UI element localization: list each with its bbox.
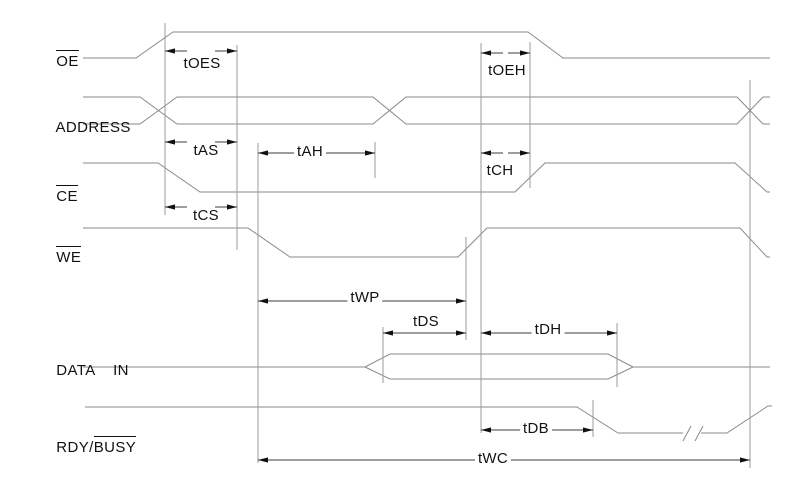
dim-arrow-right-tWC xyxy=(740,457,750,463)
dim-label-tDS: tDS xyxy=(410,314,442,330)
dim-label-tWC: tWC xyxy=(474,451,512,467)
dim-label-tDB: tDB xyxy=(520,421,552,437)
wave-we xyxy=(83,227,770,258)
wave-rdy-busy xyxy=(701,405,772,434)
dim-arrow-right-tDH xyxy=(607,330,617,336)
break-mark-rdy-busy xyxy=(682,425,692,442)
dim-arrow-left-tWC xyxy=(258,457,268,463)
dim-arrow-left-tAS xyxy=(165,139,175,145)
break-mark-rdy-busy xyxy=(694,425,704,442)
dim-label-tDH: tDH xyxy=(531,322,565,338)
wave-address xyxy=(83,96,770,125)
dim-label-tCS: tCS xyxy=(190,208,222,224)
wave-data-in xyxy=(364,366,634,380)
dim-arrow-right-tAH xyxy=(365,150,375,156)
wave-rdy-busy xyxy=(85,406,683,434)
signal-label-address-text: ADDRESS xyxy=(55,119,131,137)
dim-arrow-right-tWP xyxy=(456,298,466,304)
signal-label-we: WE xyxy=(38,229,82,284)
dim-arrow-left-tOES xyxy=(165,48,175,54)
dim-arrow-left-tDS xyxy=(383,330,393,336)
dim-arrow-right-tOEH xyxy=(520,50,530,56)
signal-label-data-in-text: DATA IN xyxy=(56,362,129,380)
dim-arrow-left-tOEH xyxy=(481,50,491,56)
signal-label-rdy-busy-text: RDY/ xyxy=(56,439,94,457)
dim-label-tWP: tWP xyxy=(347,290,383,306)
wave-data-in xyxy=(364,353,634,368)
signal-label-data-in: DATA IN xyxy=(38,345,129,397)
wave-ce xyxy=(83,162,770,193)
signal-label-rdy-busy-overline: BUSY xyxy=(93,436,137,456)
dim-label-tOES: tOES xyxy=(180,56,224,72)
dim-arrow-left-tDB xyxy=(481,427,491,433)
dim-arrow-left-tDH xyxy=(481,330,491,336)
dim-arrow-right-tDB xyxy=(583,427,593,433)
dim-arrow-right-tCS xyxy=(227,204,237,210)
wave-address xyxy=(83,96,770,125)
wave-oe xyxy=(83,31,770,59)
dim-arrow-left-tAH xyxy=(258,150,268,156)
dim-arrow-right-tCH xyxy=(520,150,530,156)
signal-label-rdy-busy: RDY/BUSY xyxy=(38,419,137,474)
dim-label-tCH: tCH xyxy=(483,163,517,179)
dim-arrow-right-tAS xyxy=(227,139,237,145)
signal-label-ce: CE xyxy=(38,168,78,223)
signal-label-oe: OE xyxy=(38,33,79,88)
signal-label-address: ADDRESS xyxy=(38,102,131,154)
signal-label-we-overline: WE xyxy=(56,246,82,266)
dim-arrow-right-tDS xyxy=(456,330,466,336)
dim-label-tOEH: tOEH xyxy=(485,63,529,79)
dim-label-tAH: tAH xyxy=(294,144,326,160)
dim-arrow-left-tWP xyxy=(258,298,268,304)
signal-label-ce-overline: CE xyxy=(56,185,78,205)
dim-label-tAS: tAS xyxy=(190,143,222,159)
dim-arrow-left-tCS xyxy=(165,204,175,210)
dim-arrow-right-tOES xyxy=(227,48,237,54)
signal-label-oe-overline: OE xyxy=(56,50,79,70)
dim-arrow-left-tCH xyxy=(481,150,491,156)
